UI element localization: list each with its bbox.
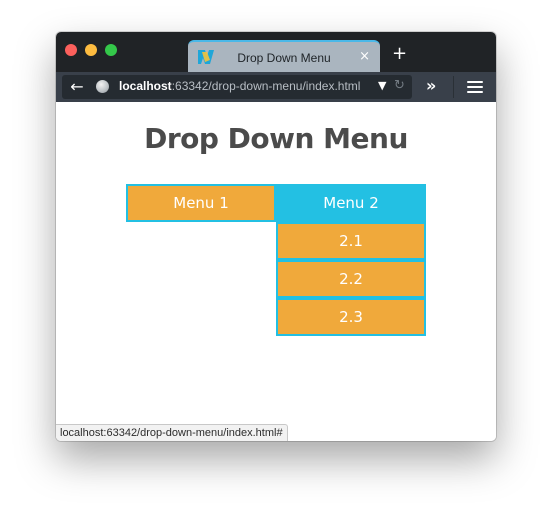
tab-active[interactable]: Drop Down Menu ×	[188, 40, 380, 72]
browser-window: Drop Down Menu × + ← localhost:63342/dro…	[56, 32, 496, 441]
url-host: localhost	[119, 79, 172, 93]
close-window-button[interactable]	[65, 44, 77, 56]
zoom-window-button[interactable]	[105, 44, 117, 56]
url-bar[interactable]: ← localhost:63342/drop-down-menu/index.h…	[62, 75, 412, 99]
url-text[interactable]: localhost:63342/drop-down-menu/index.htm…	[119, 79, 360, 93]
page-content: Drop Down Menu Menu 1 Menu 2 2.1 2.2 2.3	[56, 102, 496, 441]
new-tab-button[interactable]: +	[392, 43, 408, 64]
hamburger-menu-icon[interactable]	[467, 81, 483, 93]
url-path: :63342/drop-down-menu/index.html	[171, 79, 361, 93]
menu-item-1[interactable]: Menu 1	[126, 184, 276, 222]
reload-icon[interactable]: ↻	[394, 78, 405, 93]
nav-toolbar: ← localhost:63342/drop-down-menu/index.h…	[56, 72, 496, 102]
page-title: Drop Down Menu	[144, 122, 408, 155]
toolbar-divider	[453, 76, 454, 98]
overflow-chevron-icon[interactable]: »	[426, 76, 437, 95]
submenu-item-2-2[interactable]: 2.2	[276, 260, 426, 298]
url-dropdown-icon[interactable]: ▼	[378, 79, 387, 92]
menu-item-2[interactable]: Menu 2	[276, 184, 426, 222]
minimize-window-button[interactable]	[85, 44, 97, 56]
submenu-item-2-3[interactable]: 2.3	[276, 298, 426, 336]
globe-icon	[96, 80, 109, 93]
tab-title: Drop Down Menu	[237, 51, 331, 65]
tab-close-icon[interactable]: ×	[359, 49, 370, 64]
back-arrow-icon[interactable]: ←	[70, 77, 84, 96]
title-bar: Drop Down Menu × +	[56, 32, 496, 72]
submenu-item-2-1[interactable]: 2.1	[276, 222, 426, 260]
webstorm-icon	[198, 50, 214, 64]
status-bar-url: localhost:63342/drop-down-menu/index.htm…	[56, 424, 288, 441]
